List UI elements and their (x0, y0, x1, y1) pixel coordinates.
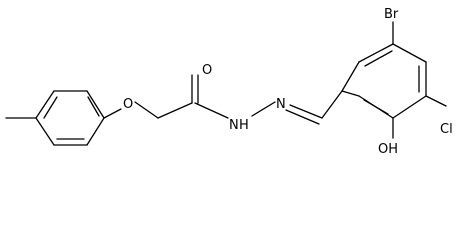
ether-oxygen-label: O (123, 97, 133, 112)
carbonyl-oxygen-label: O (202, 63, 212, 78)
bond-ring1 (86, 90, 105, 119)
bond-ring1 (35, 117, 55, 146)
bond-imine-double (285, 109, 320, 125)
bond-ring2 (341, 90, 360, 97)
bromine-label: Br (384, 7, 399, 22)
bond-ring2 (358, 43, 394, 63)
bond-ring2 (341, 61, 360, 92)
bond-imine-double (289, 104, 323, 119)
bond-CH2-C (157, 102, 193, 119)
hydroxyl-label: OH (378, 142, 398, 157)
bond-ring1 (86, 117, 105, 146)
bond-ring1-double (87, 96, 100, 117)
bond-lines (5, 21, 447, 146)
bond-ring1 (35, 90, 55, 119)
molecule-structure: O O N H N Br Cl OH (5, 7, 453, 157)
amide-nitrogen-label: N (229, 118, 239, 133)
bond-ring2 (392, 95, 427, 119)
atom-labels: O O N H N Br Cl OH (123, 7, 453, 157)
bond-C-Cl (425, 95, 447, 107)
bond-O-CH2 (134, 101, 159, 119)
imine-nitrogen-label: N (276, 97, 286, 112)
bond-ring2-double (364, 50, 393, 67)
chlorine-label: Cl (440, 122, 453, 137)
bond-aryl-O (103, 108, 122, 119)
bond-CH-ring2 (321, 90, 343, 119)
amide-hydrogen-label: H (239, 118, 249, 133)
bond-ring2-double (363, 99, 389, 115)
bond-C-N (194, 102, 229, 119)
bond-ring1-double (43, 96, 58, 119)
bond-ring2 (392, 43, 427, 63)
bond-N-N (251, 101, 276, 117)
